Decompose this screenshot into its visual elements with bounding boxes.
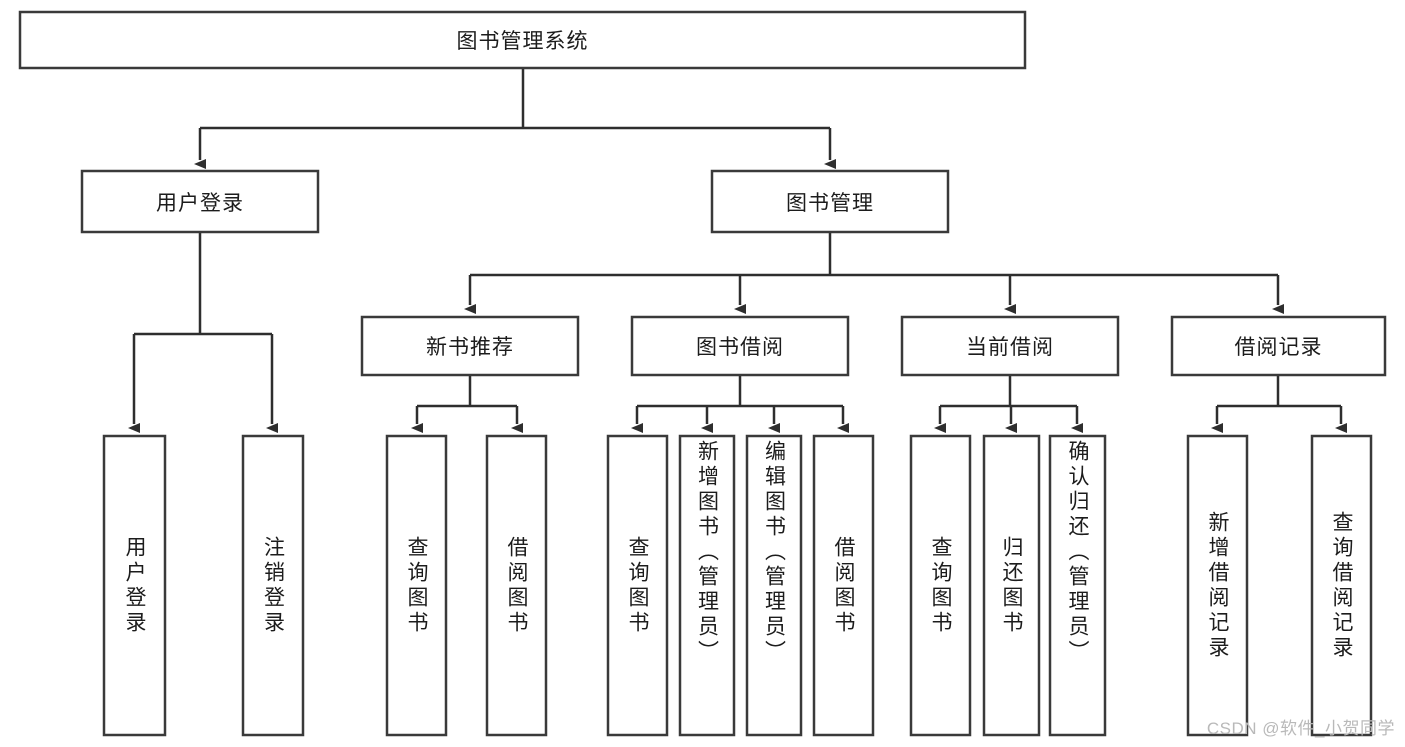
edge-group-borrow-record-to-leaves	[1211, 375, 1347, 433]
node-box-book-borrow[interactable]	[630, 315, 850, 377]
node-box-root[interactable]	[18, 10, 1027, 70]
node-box-leaf-query-record[interactable]	[1310, 434, 1373, 737]
node-box-leaf-borrow-book-rec[interactable]	[485, 434, 548, 737]
node-box-leaf-logout[interactable]	[241, 434, 305, 737]
edge-group-book-borrow-to-leaves	[631, 375, 849, 433]
edge-group-book-manage-to-level3	[464, 232, 1284, 314]
node-box-leaf-query-book-b[interactable]	[606, 434, 669, 737]
node-box-new-book-rec[interactable]	[360, 315, 580, 377]
node-box-leaf-borrow-book-b[interactable]	[812, 434, 875, 737]
node-box-user-login[interactable]	[80, 169, 320, 234]
node-box-leaf-query-book-c[interactable]	[909, 434, 972, 737]
edge-group-current-borrow-to-leaves	[934, 375, 1083, 433]
edge-group-user-login-to-leaves	[128, 232, 278, 433]
edge-group-root-to-level2	[194, 68, 836, 169]
node-box-leaf-edit-book[interactable]	[745, 434, 803, 737]
node-box-leaf-add-book[interactable]	[678, 434, 736, 737]
node-box-leaf-confirm-return[interactable]	[1048, 434, 1107, 737]
edge-group-new-book-rec-to-leaves	[411, 375, 523, 433]
node-box-leaf-add-record[interactable]	[1186, 434, 1249, 737]
node-box-leaf-query-book-rec[interactable]	[385, 434, 448, 737]
node-box-leaf-user-login[interactable]	[102, 434, 167, 737]
node-box-leaf-return-book[interactable]	[982, 434, 1041, 737]
node-box-current-borrow[interactable]	[900, 315, 1120, 377]
node-box-borrow-record[interactable]	[1170, 315, 1387, 377]
node-box-book-manage[interactable]	[710, 169, 950, 234]
